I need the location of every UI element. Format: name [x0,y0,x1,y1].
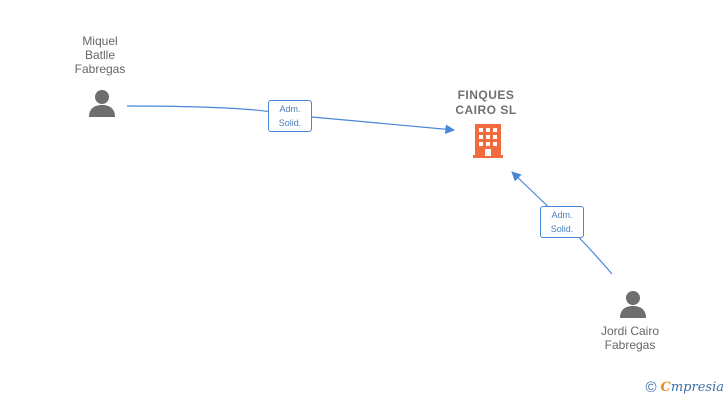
edge-label-line: Adm. [279,104,301,114]
copyright-symbol: © [645,379,657,396]
edge-label-adm-solid: Adm. Solid. [540,206,584,238]
edge-label-line: Adm. [551,210,573,220]
edge-label-adm-solid: Adm. Solid. [268,100,312,132]
name-line: Miquel [82,34,118,48]
person-icon[interactable] [618,289,648,319]
edge-label-line: Solid. [278,118,302,128]
person-name-jordi[interactable]: Jordi Cairo Fabregas [580,324,680,352]
company-name-line: FINQUES [457,88,515,102]
name-line: Jordi Cairo [600,324,660,338]
building-icon[interactable] [473,122,503,158]
edge-label-line: Solid. [550,224,574,234]
name-line: Batlle [84,48,116,62]
empresia-logo[interactable]: © C mpresia [645,379,724,396]
person-name-miquel[interactable]: Miquel Batlle Fabregas [58,34,142,76]
name-line: Fabregas [604,338,656,352]
company-name-line: CAIRO SL [455,103,517,117]
logo-text: mpresia [670,380,724,395]
company-name[interactable]: FINQUES CAIRO SL [436,88,536,118]
name-line: Fabregas [74,62,126,76]
logo-e: C [660,380,671,395]
person-icon[interactable] [87,88,117,118]
